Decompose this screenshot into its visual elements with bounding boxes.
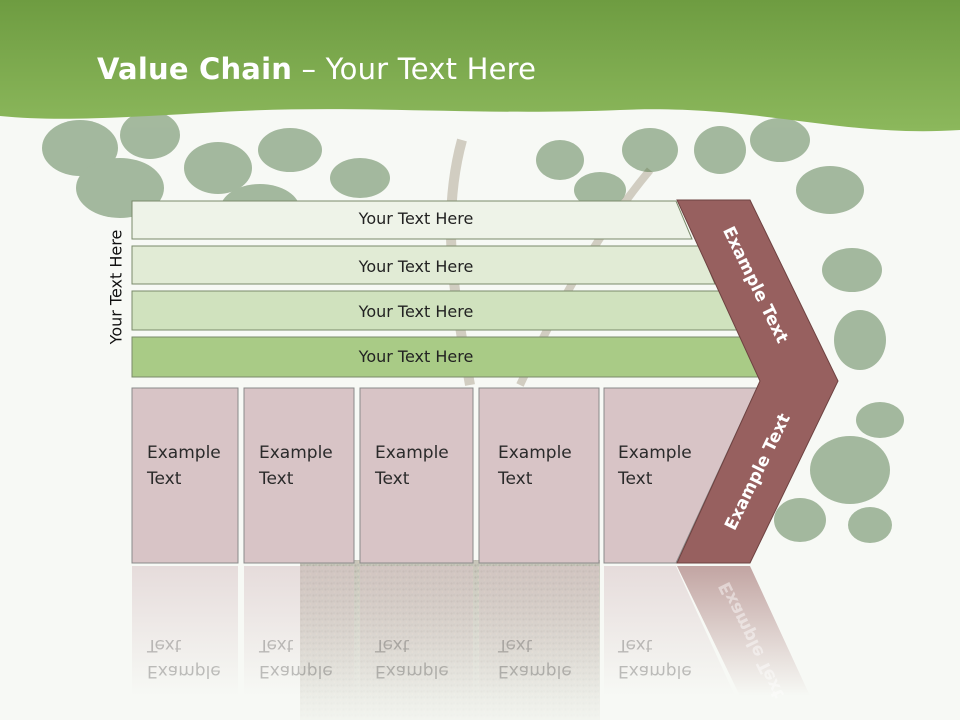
box-5-line-2: Text [618, 469, 653, 489]
box-3-label-reflection: Example Text [375, 635, 449, 681]
box-2-line-1: Example [259, 443, 333, 463]
support-row-3-label: Your Text Here [358, 302, 474, 321]
box-3-line-1: Example [375, 443, 449, 463]
support-row-2-label: Your Text Here [358, 257, 474, 276]
margin-chevron [676, 199, 839, 564]
box-1-label-reflection: Example Text [147, 635, 221, 681]
title-rest: – Your Text Here [292, 52, 537, 86]
box-4-line-1: Example [498, 443, 572, 463]
boxes-reflection [132, 566, 735, 696]
box-4-line-2: Text [498, 469, 533, 489]
box-4-label-reflection: Example Text [498, 635, 572, 681]
box-1-line-2: Text [147, 469, 182, 489]
primary-box-5 [603, 387, 758, 564]
box-2-label-reflection: Example Text [259, 635, 333, 681]
title-bold: Value Chain [97, 52, 293, 86]
primary-box-5-label: Example Text [618, 440, 692, 492]
box-1-line-1: Example [147, 443, 221, 463]
support-row-4-label: Your Text Here [358, 347, 474, 366]
primary-box-2-label: Example Text [259, 440, 333, 492]
box-5-line-1: Example [618, 443, 692, 463]
box-2-line-2: Text [259, 469, 294, 489]
primary-box-2 [243, 387, 355, 564]
primary-box-3 [359, 387, 474, 564]
box-5-label-reflection: Example Text [618, 635, 692, 681]
primary-box-4 [478, 387, 600, 564]
slide-title: Value Chain – Your Text Here [97, 52, 536, 86]
primary-box-4-label: Example Text [498, 440, 572, 492]
support-row-1 [131, 200, 693, 240]
primary-box-1-label: Example Text [147, 440, 221, 492]
primary-box-1 [131, 387, 239, 564]
margin-chevron-reflection [677, 566, 810, 696]
support-row-1-label: Your Text Here [358, 209, 474, 228]
primary-box-3-label: Example Text [375, 440, 449, 492]
box-3-line-2: Text [375, 469, 410, 489]
